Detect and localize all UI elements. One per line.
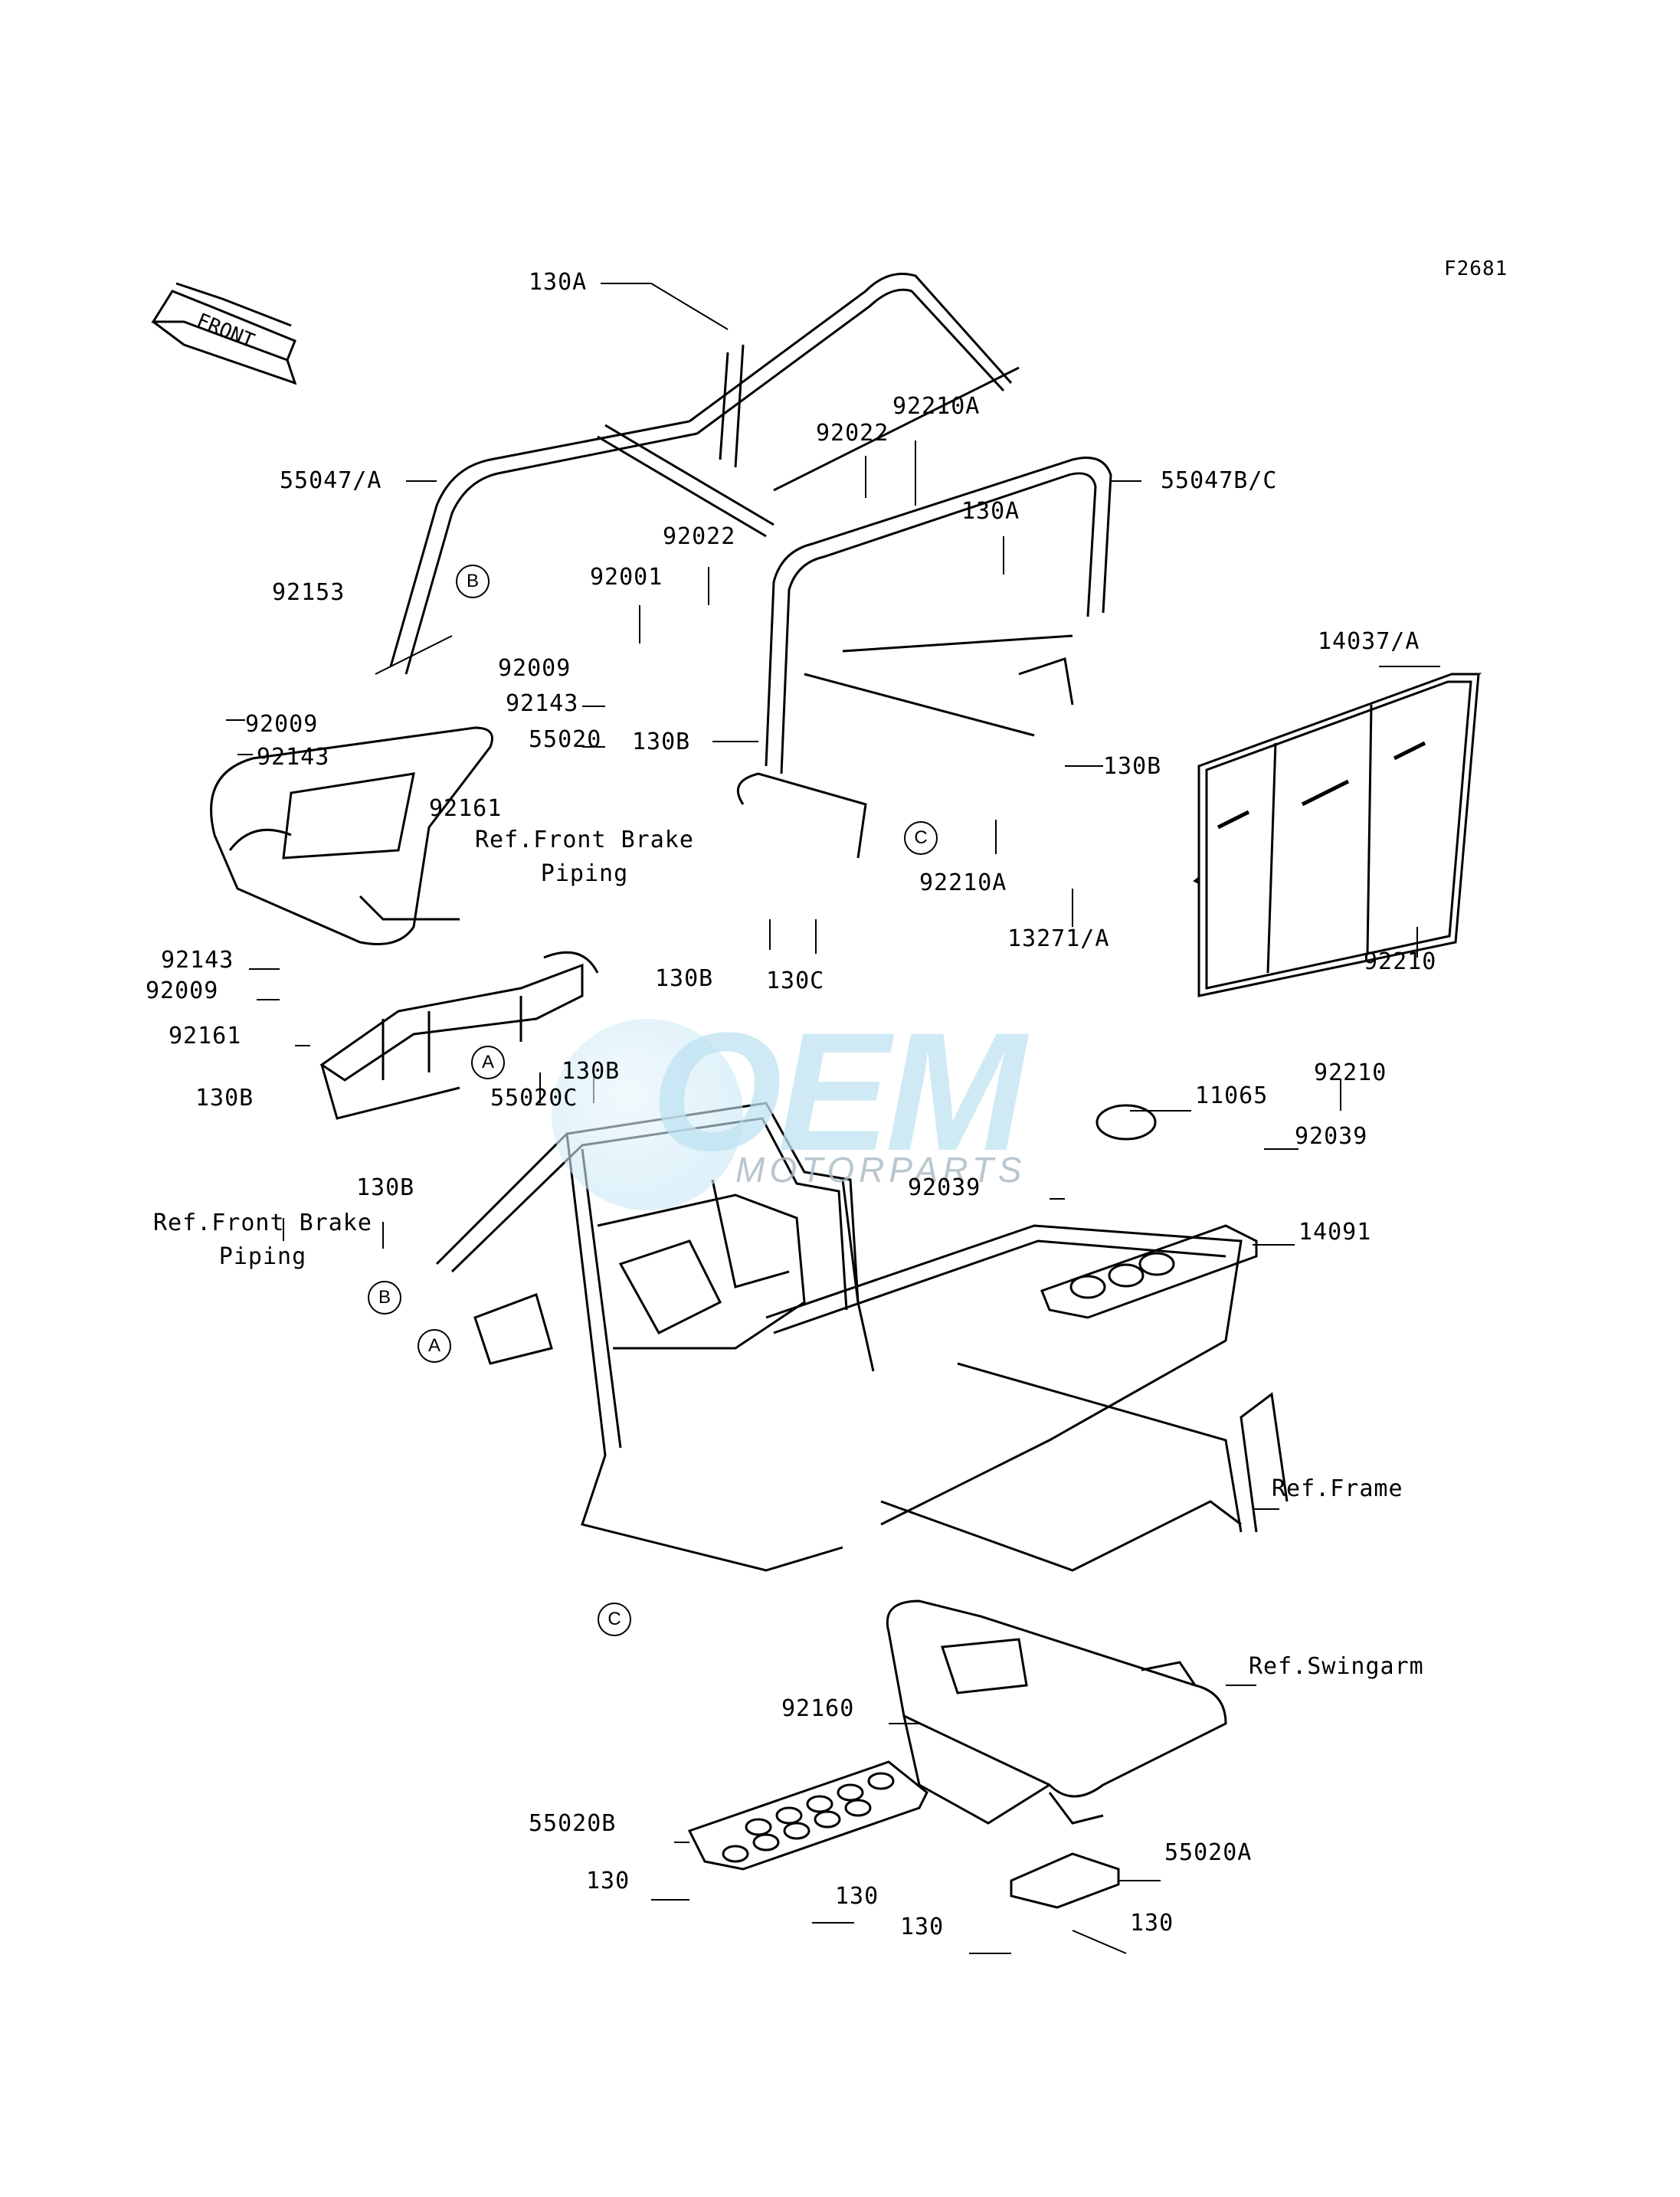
part-label-130[interactable]: 130 (835, 1883, 879, 1910)
part-label-130[interactable]: 130 (586, 1868, 630, 1894)
skid-plate-55020A (1010, 1852, 1120, 1909)
part-label-55047BC[interactable]: 55047B/C (1161, 467, 1278, 494)
ref-label-line1: Ref.Front Brake (153, 1210, 372, 1236)
part-label-92161[interactable]: 92161 (169, 1023, 242, 1049)
part-label-13271A[interactable]: 13271/A (1007, 925, 1110, 952)
plug-11065 (1095, 1104, 1157, 1141)
part-label-14091[interactable]: 14091 (1298, 1219, 1372, 1246)
part-label-55020C[interactable]: 55020C (490, 1085, 578, 1112)
callout-c: C (598, 1603, 631, 1636)
part-label-92143[interactable]: 92143 (161, 947, 234, 974)
part-label-55047A[interactable]: 55047/A (280, 467, 382, 494)
roof-panel-14037A (1193, 673, 1482, 997)
part-label-11065[interactable]: 11065 (1195, 1082, 1269, 1109)
ref-label-line1: Ref.Front Brake (475, 827, 694, 853)
callout-b: B (456, 565, 490, 598)
part-label-130A[interactable]: 130A (529, 269, 588, 296)
main-frame (435, 1102, 1289, 1572)
part-label-92210[interactable]: 92210 (1314, 1059, 1387, 1086)
ref-label-line2: Piping (218, 1243, 307, 1270)
part-label-130B[interactable]: 130B (195, 1085, 254, 1112)
part-label-55020B[interactable]: 55020B (529, 1810, 617, 1837)
part-label-130[interactable]: 130 (900, 1914, 945, 1940)
part-label-92009[interactable]: 92009 (146, 977, 219, 1004)
part-label-92022[interactable]: 92022 (663, 523, 736, 550)
part-label-130B[interactable]: 130B (356, 1174, 415, 1201)
part-label-92009[interactable]: 92009 (498, 655, 571, 682)
front-bumper-55020C (319, 951, 599, 1120)
skid-plate-55020B (687, 1760, 928, 1871)
part-label-55020A[interactable]: 55020A (1164, 1839, 1253, 1866)
part-label-92022[interactable]: 92022 (816, 420, 889, 447)
part-label-130B[interactable]: 130B (632, 729, 691, 755)
front-direction-arrow (151, 282, 297, 385)
ref-front-brake-piping[interactable]: Ref.Front Brake Piping (153, 1207, 372, 1274)
part-label-130[interactable]: 130 (1130, 1910, 1174, 1937)
part-label-14037A[interactable]: 14037/A (1318, 628, 1420, 655)
callout-a: A (471, 1046, 505, 1079)
part-label-55020[interactable]: 55020 (529, 726, 602, 753)
ref-label-line2: Piping (540, 860, 629, 887)
part-label-92160[interactable]: 92160 (781, 1695, 855, 1722)
callout-a: A (418, 1329, 451, 1363)
part-label-92210A[interactable]: 92210A (919, 869, 1007, 896)
dash-panel-55020 (210, 726, 493, 945)
part-label-92210[interactable]: 92210 (1364, 948, 1437, 975)
figure-id: F2681 (1444, 257, 1508, 280)
ref-frame[interactable]: Ref.Frame (1272, 1475, 1403, 1502)
part-label-130C[interactable]: 130C (766, 968, 825, 994)
part-label-92143[interactable]: 92143 (506, 690, 579, 717)
part-label-92161[interactable]: 92161 (429, 795, 503, 822)
part-label-92143[interactable]: 92143 (257, 744, 330, 771)
part-label-92039[interactable]: 92039 (1295, 1123, 1368, 1150)
part-label-92009[interactable]: 92009 (245, 711, 319, 738)
callout-c: C (904, 821, 938, 855)
part-label-92210A[interactable]: 92210A (892, 393, 981, 420)
ref-swingarm[interactable]: Ref.Swingarm (1249, 1653, 1424, 1680)
part-label-130B[interactable]: 130B (655, 965, 714, 992)
part-label-92153[interactable]: 92153 (272, 579, 345, 606)
ref-front-brake-piping[interactable]: Ref.Front Brake Piping (475, 823, 694, 891)
callout-b: B (368, 1281, 401, 1315)
part-label-92039[interactable]: 92039 (908, 1174, 981, 1201)
leader-lines (226, 283, 1440, 1954)
roll-cage-rear (389, 273, 1020, 675)
swingarm (886, 1599, 1227, 1825)
part-label-130A[interactable]: 130A (961, 498, 1020, 525)
part-label-130B[interactable]: 130B (1103, 753, 1162, 780)
part-label-92001[interactable]: 92001 (590, 564, 663, 591)
part-label-130B[interactable]: 130B (562, 1058, 621, 1085)
floor-mat-14091 (1040, 1224, 1258, 1319)
roll-cage-front (736, 457, 1112, 859)
